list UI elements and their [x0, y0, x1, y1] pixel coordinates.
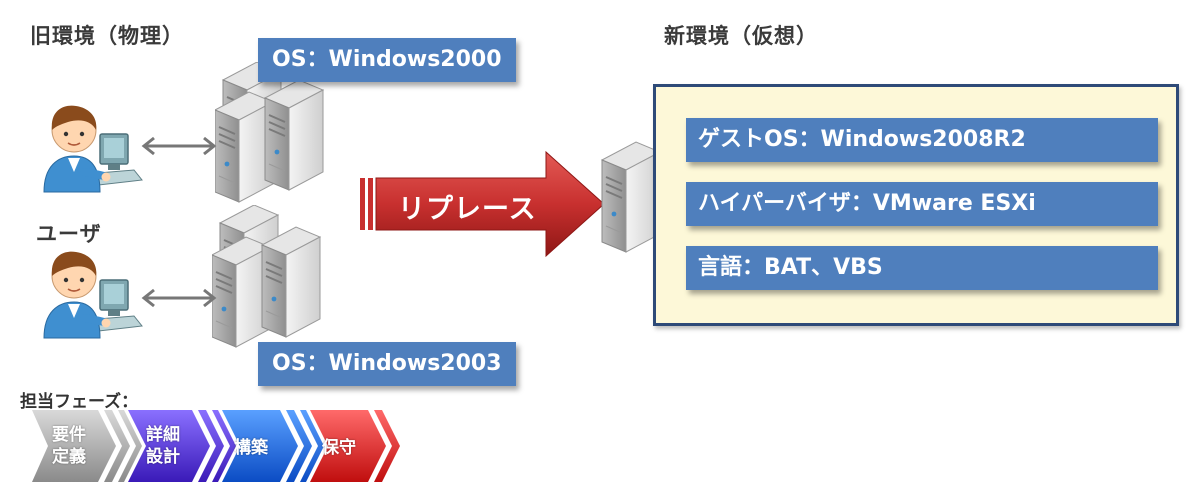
user-server-arrow-top: [141, 136, 217, 156]
phase-chevron-design: [128, 410, 210, 482]
phase-design-label: 詳細設計: [146, 425, 180, 467]
old-server-cluster-top: [215, 62, 324, 203]
user-icon-top: [38, 100, 148, 195]
phase-chevron-requirements: [32, 410, 116, 482]
user-server-arrow-bottom: [141, 288, 217, 308]
user-icon-bottom: [38, 246, 148, 341]
phase-chevrons: [32, 410, 400, 482]
phase-build-label: 構築: [234, 438, 268, 458]
phase-title: 担当フェーズ：: [20, 392, 139, 412]
phase-chevron-maintenance: [310, 410, 386, 482]
replace-arrow: [360, 150, 605, 258]
spec-guest-os: ゲストOS：Windows2008R2: [686, 118, 1158, 162]
os-label-windows2003: OS：Windows2003: [258, 342, 516, 386]
new-environment-heading: 新環境（仮想）: [664, 24, 818, 48]
os-label-windows2000: OS：Windows2000: [258, 38, 516, 82]
phase-maintenance-label: 保守: [322, 438, 356, 458]
old-environment-heading: 旧環境（物理）: [30, 24, 184, 48]
spec-language: 言語：BAT、VBS: [686, 246, 1158, 290]
user-label: ユーザ: [36, 222, 102, 246]
phase-requirements-label: 要件定義: [52, 425, 86, 467]
spec-hypervisor: ハイパーバイザ：VMware ESXi: [686, 182, 1158, 226]
phase-chevron-build: [222, 410, 298, 482]
replace-label: リプレース: [398, 194, 537, 225]
old-server-cluster-bottom: [212, 205, 321, 348]
